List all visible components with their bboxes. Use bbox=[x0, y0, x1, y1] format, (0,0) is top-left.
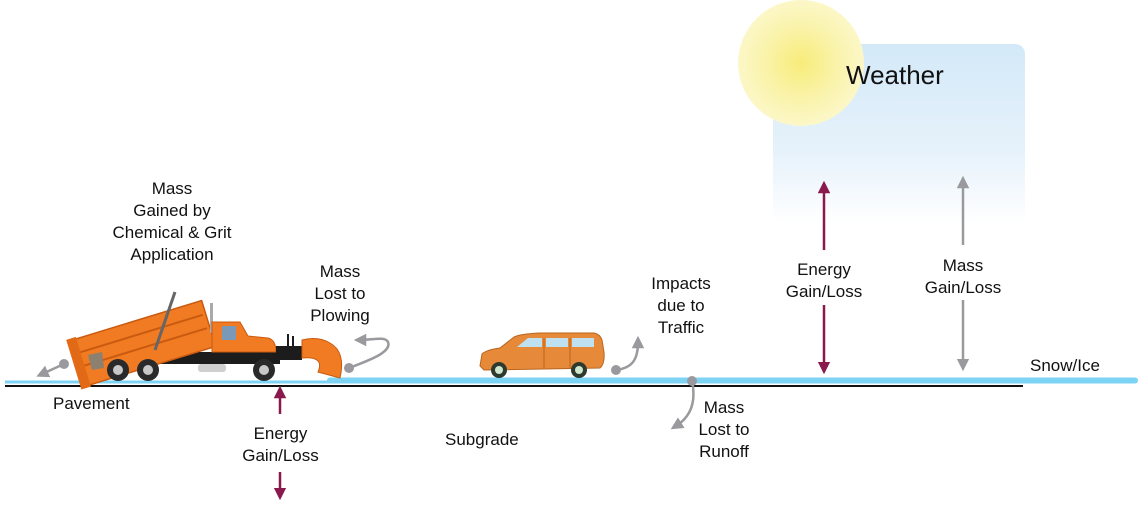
dump-truck-icon bbox=[66, 291, 343, 390]
traffic-arrow-icon bbox=[611, 335, 645, 375]
runoff-arrow-icon bbox=[670, 376, 697, 430]
weather-mass-label: Mass Gain/Loss bbox=[924, 256, 1002, 297]
ground-energy-label: Energy Gain/Loss bbox=[242, 424, 319, 465]
spread-arrow-icon bbox=[36, 359, 69, 378]
traffic-label: Impacts due to Traffic bbox=[651, 274, 711, 337]
weather-energy-label: Energy Gain/Loss bbox=[785, 260, 863, 301]
pavement-label: Pavement bbox=[53, 394, 130, 413]
chemical-application-label: Mass Gained by Chemical & Grit Applicati… bbox=[112, 179, 232, 264]
snow-ice-label: Snow/Ice bbox=[1030, 356, 1100, 375]
subgrade-label: Subgrade bbox=[445, 430, 519, 449]
sun-icon bbox=[738, 0, 864, 126]
weather-title: Weather bbox=[846, 60, 944, 90]
plowing-label: Mass Lost to Plowing bbox=[310, 262, 370, 325]
car-icon bbox=[479, 332, 605, 378]
plowing-arrow-icon bbox=[344, 333, 390, 373]
runoff-label: Mass Lost to Runoff bbox=[698, 398, 750, 461]
